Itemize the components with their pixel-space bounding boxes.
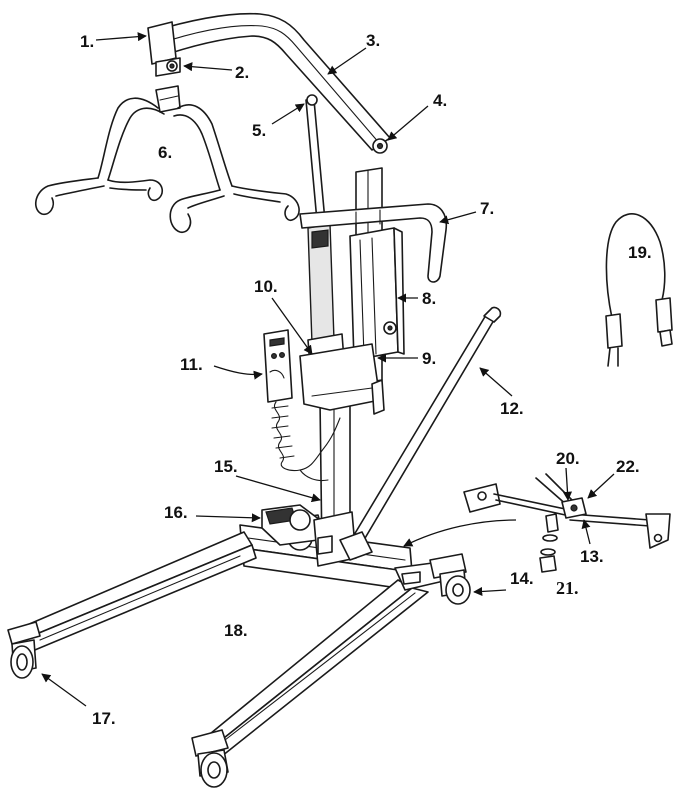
- push-handle: [299, 203, 448, 283]
- front-left-caster: [7, 621, 41, 679]
- leader-lines: [41, 32, 615, 707]
- callout-10: 10.: [254, 277, 278, 296]
- callout-11: 11.: [180, 355, 203, 374]
- boom-arm: [147, 12, 391, 154]
- callout-8: 8.: [422, 289, 436, 308]
- callout-15: 15.: [214, 457, 238, 476]
- hand-pendant: [263, 329, 341, 482]
- callout-4: 4.: [433, 91, 447, 110]
- spreader-bar: [35, 85, 300, 234]
- callout-1: 1.: [80, 32, 94, 51]
- steering-handle: [339, 306, 502, 561]
- callout-labels: 1. 2. 3. 4. 5. 6. 7. 8. 9. 10. 11. 12. 1…: [80, 31, 652, 728]
- power-cord: [605, 213, 673, 367]
- callout-22: 22.: [616, 457, 640, 476]
- callout-7: 7.: [480, 199, 494, 218]
- callout-16: 16.: [164, 503, 188, 522]
- callout-18: 18.: [224, 621, 248, 640]
- control-box: [299, 227, 405, 415]
- callout-14: 14.: [510, 569, 534, 588]
- callout-6: 6.: [158, 143, 172, 162]
- callout-21: 21.: [556, 578, 579, 598]
- callout-3: 3.: [366, 31, 380, 50]
- actuator: [305, 94, 345, 367]
- callout-9: 9.: [422, 349, 436, 368]
- leg-linkage-detail: [463, 473, 671, 573]
- callout-2: 2.: [235, 63, 249, 82]
- front-right-caster: [191, 729, 229, 788]
- callout-19: 19.: [628, 243, 652, 262]
- callout-12: 12.: [500, 399, 524, 418]
- callout-13: 13.: [580, 547, 604, 566]
- callout-20: 20.: [556, 449, 580, 468]
- callout-17: 17.: [92, 709, 116, 728]
- leg-spread-pedal: [261, 504, 321, 546]
- callout-5: 5.: [252, 121, 266, 140]
- base-frame: [19, 524, 449, 757]
- rear-right-caster-14: [429, 553, 471, 605]
